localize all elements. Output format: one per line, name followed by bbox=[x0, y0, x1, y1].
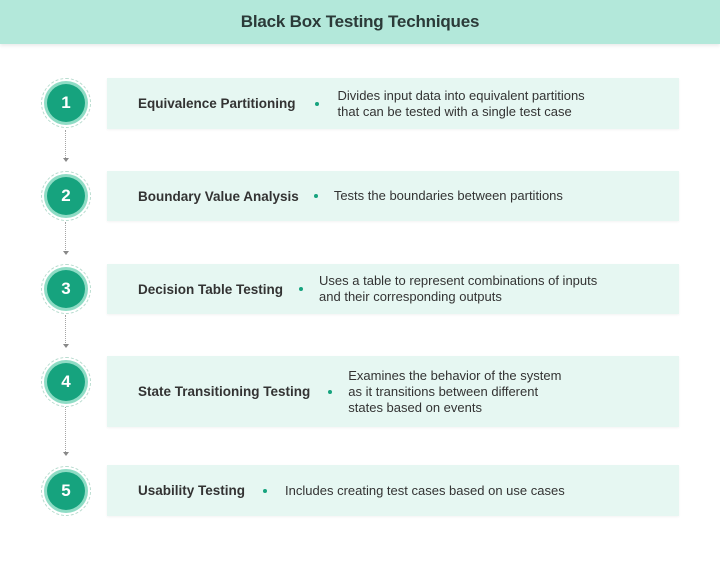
technique-card-usability-testing: Usability Testing Includes creating test… bbox=[107, 465, 679, 516]
step-badge-1: 1 bbox=[41, 78, 91, 128]
connector-3-4 bbox=[65, 315, 66, 345]
technique-description: Uses a table to represent combinations o… bbox=[319, 273, 598, 304]
bullet-dot-icon bbox=[263, 488, 268, 493]
connector-4-5 bbox=[65, 407, 66, 454]
technique-card-equivalence-partitioning: Equivalence Partitioning Divides input d… bbox=[107, 78, 679, 129]
step-number: 4 bbox=[47, 363, 85, 401]
step-number: 1 bbox=[47, 84, 85, 122]
arrow-down-icon bbox=[63, 452, 69, 456]
technique-description: Tests the boundaries between partitions bbox=[333, 188, 563, 203]
connector-1-2 bbox=[65, 130, 66, 160]
bullet-dot-icon bbox=[299, 287, 304, 291]
arrow-down-icon bbox=[63, 251, 69, 255]
technique-description: Divides input data into equivalent parti… bbox=[337, 87, 585, 119]
technique-card-decision-table-testing: Decision Table Testing Uses a table to r… bbox=[107, 264, 679, 314]
step-number: 5 bbox=[47, 472, 85, 510]
step-number: 3 bbox=[47, 270, 85, 308]
step-badge-3: 3 bbox=[41, 264, 91, 314]
connector-2-3 bbox=[65, 222, 66, 252]
technique-title: Usability Testing bbox=[138, 483, 246, 498]
technique-card-boundary-value-analysis: Boundary Value Analysis Tests the bounda… bbox=[107, 171, 679, 221]
bullet-dot-icon bbox=[328, 389, 333, 394]
technique-title: Boundary Value Analysis bbox=[138, 188, 299, 204]
step-badge-5: 5 bbox=[41, 466, 91, 516]
arrow-down-icon bbox=[63, 344, 69, 348]
step-badge-2: 2 bbox=[41, 171, 91, 221]
technique-title: Decision Table Testing bbox=[138, 281, 284, 297]
step-badge-4: 4 bbox=[41, 357, 91, 407]
bullet-dot-icon bbox=[314, 101, 319, 106]
page-title: Black Box Testing Techniques bbox=[240, 12, 480, 31]
step-number: 2 bbox=[47, 177, 85, 215]
technique-title: State Transitioning Testing bbox=[138, 384, 311, 399]
arrow-down-icon bbox=[63, 158, 69, 162]
technique-description: Examines the behavior of the system as i… bbox=[348, 367, 562, 415]
technique-description: Includes creating test cases based on us… bbox=[285, 482, 565, 498]
bullet-dot-icon bbox=[313, 194, 318, 198]
technique-card-state-transitioning-testing: State Transitioning Testing Examines the… bbox=[107, 356, 679, 427]
technique-title: Equivalence Partitioning bbox=[138, 96, 296, 111]
header-banner: Black Box Testing Techniques bbox=[0, 0, 720, 44]
